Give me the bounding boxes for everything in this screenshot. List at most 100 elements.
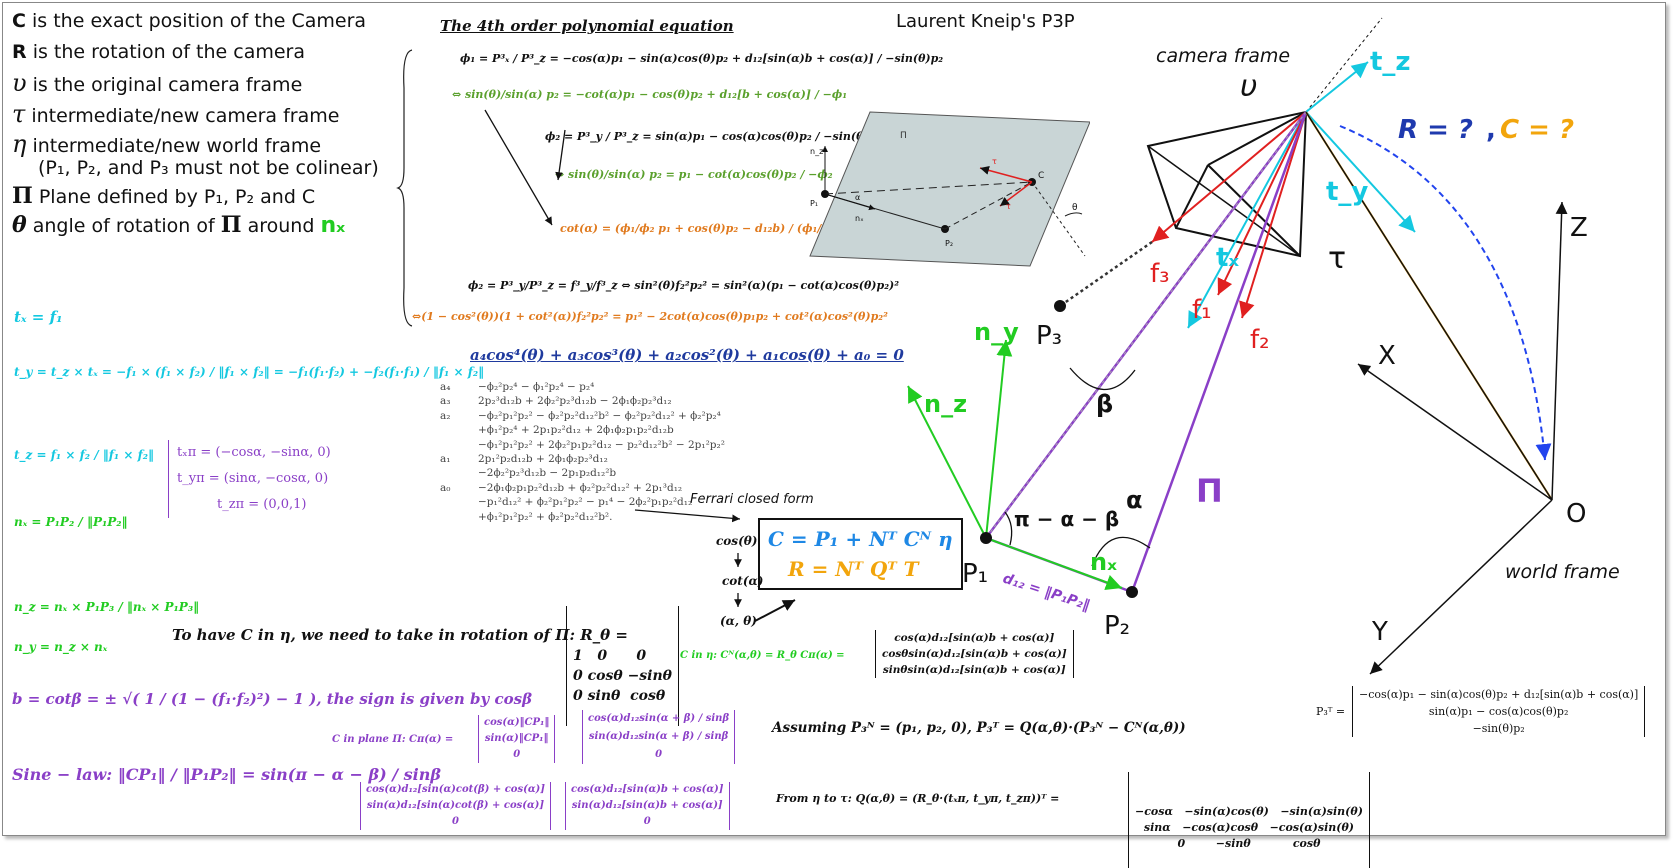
ny-eq: n_y = n_z × nₓ bbox=[14, 640, 108, 654]
nx-eq: nₓ = P₁P₂ / ‖P₁P₂‖ bbox=[14, 515, 128, 529]
ty-in-pi: t_yᴨ = (sinα, −cosα, 0) bbox=[177, 471, 329, 486]
o-label: O bbox=[1566, 499, 1586, 529]
poly-phi1: ϕ₁ = P³ₓ / P³_z = −cos(α)p₁ − sin(α)cos(… bbox=[460, 52, 944, 65]
chain-cot: cot(α) bbox=[722, 574, 764, 588]
d12-label: d₁₂ = ‖P₁P₂‖ bbox=[1001, 571, 1092, 614]
inset-nx: nₓ bbox=[855, 214, 864, 223]
coeff-row: −p₁²d₁₂² + ϕ₂²p₁²p₂² − p₁⁴ − 2ϕ₂²p₁p₂²d₁… bbox=[478, 496, 693, 509]
rotation-text: To have C in η, we need to take in rotat… bbox=[172, 626, 628, 644]
derivation-arrows bbox=[484, 109, 566, 226]
c-in-plane-label: C in plane Π: Cᴨ(α) = bbox=[332, 734, 454, 745]
p1-label: P₁ bbox=[962, 559, 988, 589]
nx-label: nₓ bbox=[1090, 548, 1117, 576]
c-in-plane-v1: cos(α)‖CP₁‖sin(α)‖CP₁‖0 bbox=[478, 715, 556, 763]
page-title: Laurent Kneip's P3P bbox=[896, 11, 1075, 32]
coeff-row: a₄−ϕ₂²p₂⁴ − ϕ₁²p₂⁴ − p₂⁴ bbox=[440, 381, 595, 393]
page-frame bbox=[2, 2, 1666, 836]
coeff-row: −2ϕ₂²p₂³d₁₂b − 2p₁p₂d₁₂²b bbox=[478, 467, 617, 480]
inset-alpha: α bbox=[855, 193, 860, 202]
from-eta-eq: From η to τ: Q(α,θ) = (R_θ·(tₓᴨ, t_yᴨ, t… bbox=[776, 792, 1060, 805]
poly-phi2: ϕ₂ = P³_y / P³_z = sin(α)p₁ − cos(α)cos(… bbox=[545, 130, 882, 143]
poly-eq2: ⇔ sin(θ)/sin(α) p₂ = p₁ − cot(α)cos(θ)p₂… bbox=[555, 168, 833, 181]
legend-row-c: C is the exact position of the Camera bbox=[12, 10, 367, 32]
coeff-row: −ϕ₁²p₁²p₂² + 2ϕ₂²p₁p₂²d₁₂ − p₂²d₁₂²b² − … bbox=[478, 438, 725, 451]
y-axis-label: Y bbox=[1371, 617, 1388, 647]
inset-p2: P₂ bbox=[945, 239, 953, 248]
poly-phi2b: ϕ₂ = P³_y/P³_z = f³_y/f³_z ⇔ sin²(θ)f₂²p… bbox=[468, 279, 900, 292]
c-in-eta-vector: cos(α)d₁₂[sin(α)b + cos(α)]cosθsin(α)d₁₂… bbox=[875, 630, 1074, 678]
p3-tau-label: P₃ᵀ = bbox=[1316, 705, 1346, 718]
world-frame-label: world frame bbox=[1505, 561, 1620, 583]
angle-label: π − α − β bbox=[1014, 507, 1119, 531]
inset-plane-figure: Π C P₁ P₂ θ α n_z nₓ τ τ bbox=[809, 111, 1090, 267]
sine-law: Sine − law: ‖CP₁‖ / ‖P₁P₂‖ = sin(π − α −… bbox=[12, 765, 441, 784]
coeff-row: a₂−ϕ₂²p₁²p₂² − ϕ₂²p₂²d₁₂²b² − ϕ₂²p₂²d₁₂²… bbox=[440, 409, 721, 422]
inset-p1: P₁ bbox=[810, 199, 818, 208]
alpha-label: α bbox=[1126, 486, 1143, 514]
sep-comma: , bbox=[1486, 115, 1496, 145]
inset-tau2: τ bbox=[1006, 202, 1011, 211]
pi-plane-label: Π bbox=[1196, 472, 1223, 510]
c-in-eta: C in η: Cᴺ(α,θ) = R_θ Cᴨ(α) = bbox=[680, 650, 845, 661]
camera-frame-label: camera frame bbox=[1156, 45, 1290, 67]
c-unknown: C = ? bbox=[1500, 115, 1574, 145]
poly-eq1: ⇔ sin(θ)/sin(α) p₂ = −cot(α)p₁ − cos(θ)p… bbox=[452, 88, 848, 101]
chain-alpha-theta: (α, θ) bbox=[720, 614, 757, 628]
legend-row-upsilon: υ is the original camera frame bbox=[12, 69, 303, 97]
assuming-eq: Assuming P₃ᴺ = (p₁, p₂, 0), P₃ᵀ = Q(α,θ)… bbox=[772, 720, 1186, 736]
t-in-pi: tₓᴨ = (−cosα, −sinα, 0) t_yᴨ = (sinα, −c… bbox=[168, 440, 331, 518]
solution-box: C = P₁ + Nᵀ Cᴺ η R = Nᵀ Qᵀ T bbox=[758, 518, 963, 590]
inset-nz: n_z bbox=[810, 147, 823, 156]
q-matrix: −cosα −sin(α)cos(θ) −sin(α)sin(θ)sinα −c… bbox=[1128, 772, 1370, 868]
nz-eq: n_z = nₓ × P₁P₃ / ‖nₓ × P₁P₃‖ bbox=[14, 600, 200, 614]
coeff-row: a₀−2ϕ₁ϕ₂p₁p₂²d₁₂b + ϕ₂²p₂²d₁₂² + 2p₁³d₁₂ bbox=[440, 481, 683, 494]
tx-in-pi: tₓᴨ = (−cosα, −sinα, 0) bbox=[177, 445, 331, 460]
inset-tau1: τ bbox=[992, 157, 997, 166]
z-axis-label: Z bbox=[1570, 213, 1588, 243]
b-equation: b = cotβ = ± √( 1 / (1 − (f₁·f₂)²) − 1 )… bbox=[12, 690, 533, 708]
tau-label: τ bbox=[1328, 241, 1346, 276]
c-in-plane-v4: cos(α)d₁₂[sin(α)b + cos(α)]sin(α)d₁₂[sin… bbox=[565, 782, 730, 830]
main-diagram: camera frame world frame υ τ t_z t_y tₓ … bbox=[907, 17, 1620, 675]
tz-in-pi: t_zᴨ = (0,0,1) bbox=[217, 497, 307, 512]
tx-eq: tₓ = f₁ bbox=[14, 308, 63, 326]
tz-label: t_z bbox=[1370, 47, 1411, 77]
legend-row-theta: θ angle of rotation of Π around nₓ bbox=[12, 212, 346, 238]
nz-label: n_z bbox=[924, 390, 967, 418]
legend-row-pi: Π Plane defined by P₁, P₂ and C bbox=[12, 183, 316, 209]
ny-label: n_y bbox=[974, 318, 1019, 346]
r-unknown: R = ? bbox=[1398, 115, 1473, 145]
beta-label: β bbox=[1096, 390, 1113, 418]
chain-arrows bbox=[634, 509, 796, 622]
left-brace bbox=[396, 49, 413, 327]
ferrari-label: Ferrari closed form bbox=[690, 492, 814, 507]
chain-cos: cos(θ) bbox=[716, 534, 758, 548]
inset-c: C bbox=[1038, 171, 1044, 181]
ty-eq: t_y = t_z × tₓ = −f₁ × (f₁ × f₂) / ‖f₁ ×… bbox=[14, 365, 485, 379]
tx-label: tₓ bbox=[1216, 243, 1239, 273]
legend-row-r: R is the rotation of the camera bbox=[12, 41, 305, 63]
solution-c: C = P₁ + Nᵀ Cᴺ η bbox=[768, 527, 953, 551]
legend-row-tau: τ intermediate/new camera frame bbox=[12, 100, 340, 128]
upsilon-label: υ bbox=[1240, 69, 1257, 104]
tz-eq: t_z = f₁ × f₂ / ‖f₁ × f₂‖ bbox=[14, 448, 154, 462]
f3-label: f₃ bbox=[1150, 259, 1170, 289]
x-axis-label: X bbox=[1378, 341, 1396, 371]
p3-tau-vector: −cos(α)p₁ − sin(α)cos(θ)p₂ + d₁₂[sin(α)b… bbox=[1352, 686, 1646, 737]
inset-theta: θ bbox=[1072, 203, 1078, 213]
inset-pi: Π bbox=[900, 131, 907, 141]
c-in-plane-v3: cos(α)d₁₂[sin(α)cot(β) + cos(α)]sin(α)d₁… bbox=[360, 782, 551, 830]
legend: C is the exact position of the Camera R … bbox=[12, 10, 379, 237]
p3-label: P₃ bbox=[1036, 321, 1062, 351]
solution-r: R = Nᵀ Qᵀ T bbox=[788, 557, 919, 581]
f2-label: f₂ bbox=[1250, 325, 1270, 355]
legend-row-colinear: (P₁, P₂, and P₃ must not be colinear) bbox=[38, 157, 379, 179]
p2-label: P₂ bbox=[1104, 611, 1130, 641]
coeff-row: +ϕ₁²p₂⁴ + 2p₁p₂²d₁₂ + 2ϕ₁ϕ₂p₁p₂²d₁₂b bbox=[478, 424, 674, 437]
coeff-row: +ϕ₁²p₁²p₂² + ϕ₂²p₂²d₁₂²b². bbox=[478, 510, 613, 523]
